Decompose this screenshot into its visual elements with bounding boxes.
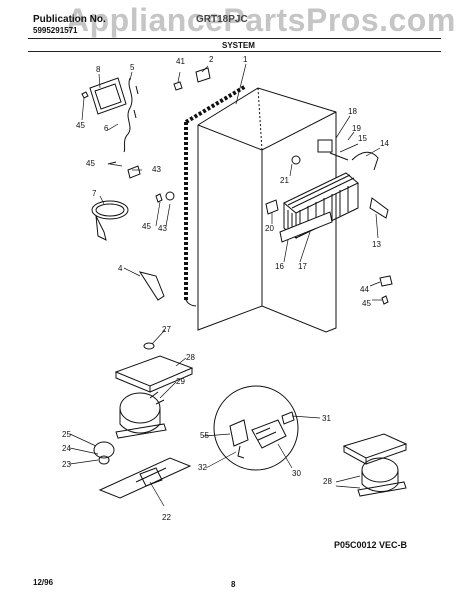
callout-41: 41 xyxy=(176,57,185,66)
drain-pan xyxy=(114,355,194,393)
callout-45: 45 xyxy=(362,299,371,308)
callout-29: 29 xyxy=(176,377,185,386)
part-7 xyxy=(91,200,129,241)
date: 12/96 xyxy=(33,578,54,587)
page-number: 8 xyxy=(231,580,236,589)
part-8 xyxy=(89,77,127,115)
callout-32: 32 xyxy=(198,463,207,472)
callout-2: 2 xyxy=(209,55,214,64)
callout-8: 8 xyxy=(96,65,101,74)
callout-25: 25 xyxy=(62,430,71,439)
callout-1: 1 xyxy=(243,55,248,64)
callout-16: 16 xyxy=(275,262,284,271)
callout-15: 15 xyxy=(358,134,367,143)
callout-14: 14 xyxy=(380,139,389,148)
callout-17: 17 xyxy=(298,262,307,271)
callout-20: 20 xyxy=(265,224,274,233)
publication-label: Publication No. xyxy=(33,14,106,25)
callout-55: 55 xyxy=(200,431,209,440)
watermark: AppliancePartsPros.com xyxy=(66,2,456,38)
header-rule xyxy=(28,38,441,39)
gasket-loop xyxy=(184,84,248,307)
callout-7: 7 xyxy=(92,189,97,198)
callout-5: 5 xyxy=(130,63,135,72)
callout-43-b: 43 xyxy=(158,224,167,233)
callout-28: 28 xyxy=(186,353,195,362)
callout-45-b: 45 xyxy=(76,121,85,130)
title-rule xyxy=(28,51,441,52)
publication-number: 5995291571 xyxy=(33,26,78,35)
callout-30: 30 xyxy=(292,469,301,478)
callout-4: 4 xyxy=(118,264,123,273)
condenser-coil xyxy=(279,172,359,243)
callout-23: 23 xyxy=(62,460,71,469)
callout-24: 24 xyxy=(62,444,71,453)
callout-13: 13 xyxy=(372,240,381,249)
callout-28-b: 28 xyxy=(323,477,332,486)
callout-18: 18 xyxy=(348,107,357,116)
callout-45-d: 45 xyxy=(142,222,151,231)
callout-6: 6 xyxy=(104,124,109,133)
callout-21: 21 xyxy=(280,176,289,185)
compressor xyxy=(115,391,167,439)
figure-code: P05C0012 VEC-B xyxy=(334,540,408,550)
compressor-right xyxy=(342,433,408,497)
callout-22: 22 xyxy=(162,513,171,522)
callout-45-c: 45 xyxy=(86,159,95,168)
model-number: GRT18PJC xyxy=(196,14,248,25)
callout-44: 44 xyxy=(360,285,369,294)
callout-27: 27 xyxy=(162,325,171,334)
callout-19: 19 xyxy=(352,124,361,133)
section-title: SYSTEM xyxy=(222,41,255,50)
base-plate xyxy=(98,457,192,499)
relay-detail xyxy=(213,385,299,471)
callout-43: 43 xyxy=(152,165,161,174)
callout-31: 31 xyxy=(322,414,331,423)
